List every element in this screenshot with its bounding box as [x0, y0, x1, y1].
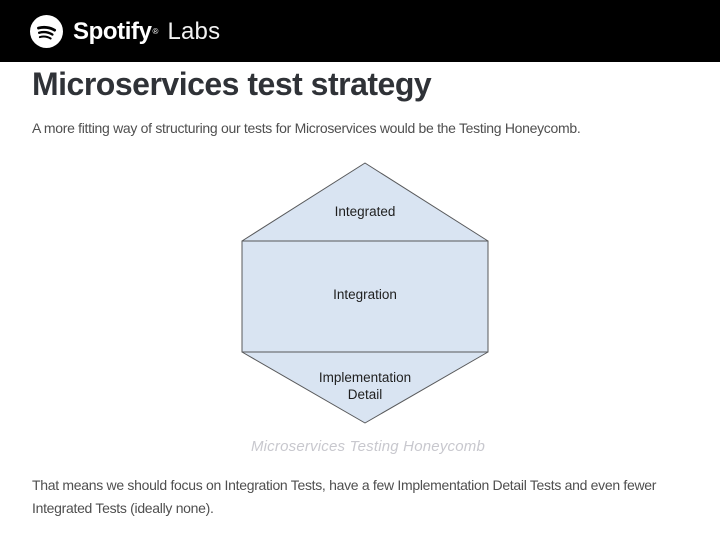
- top-triangle: [241, 162, 489, 242]
- brand-name: Spotify: [73, 17, 152, 45]
- spotify-icon: [30, 14, 63, 48]
- intro-paragraph: A more fitting way of structuring our te…: [32, 120, 581, 136]
- bottom-triangle: [241, 351, 489, 424]
- honeycomb-shape: [241, 162, 489, 424]
- brand-suffix: Labs: [167, 17, 221, 45]
- header-bar: Spotify® Labs: [0, 0, 720, 62]
- middle-layer-label: Integration: [333, 287, 397, 302]
- page-title: Microservices test strategy: [32, 66, 432, 102]
- top-layer-label: Integrated: [334, 204, 396, 219]
- diagram-caption: Microservices Testing Honeycomb: [250, 438, 486, 455]
- middle-rectangle: [241, 240, 489, 353]
- conclusion-paragraph: That means we should focus on Integratio…: [32, 477, 657, 516]
- bottom-layer-label: Implementation Detail: [318, 370, 412, 402]
- spotify-labs-logo[interactable]: Spotify® Labs: [30, 0, 220, 62]
- honeycomb-diagram: Integrated Integration Implementation De…: [222, 155, 514, 465]
- registered-mark: ®: [152, 26, 159, 36]
